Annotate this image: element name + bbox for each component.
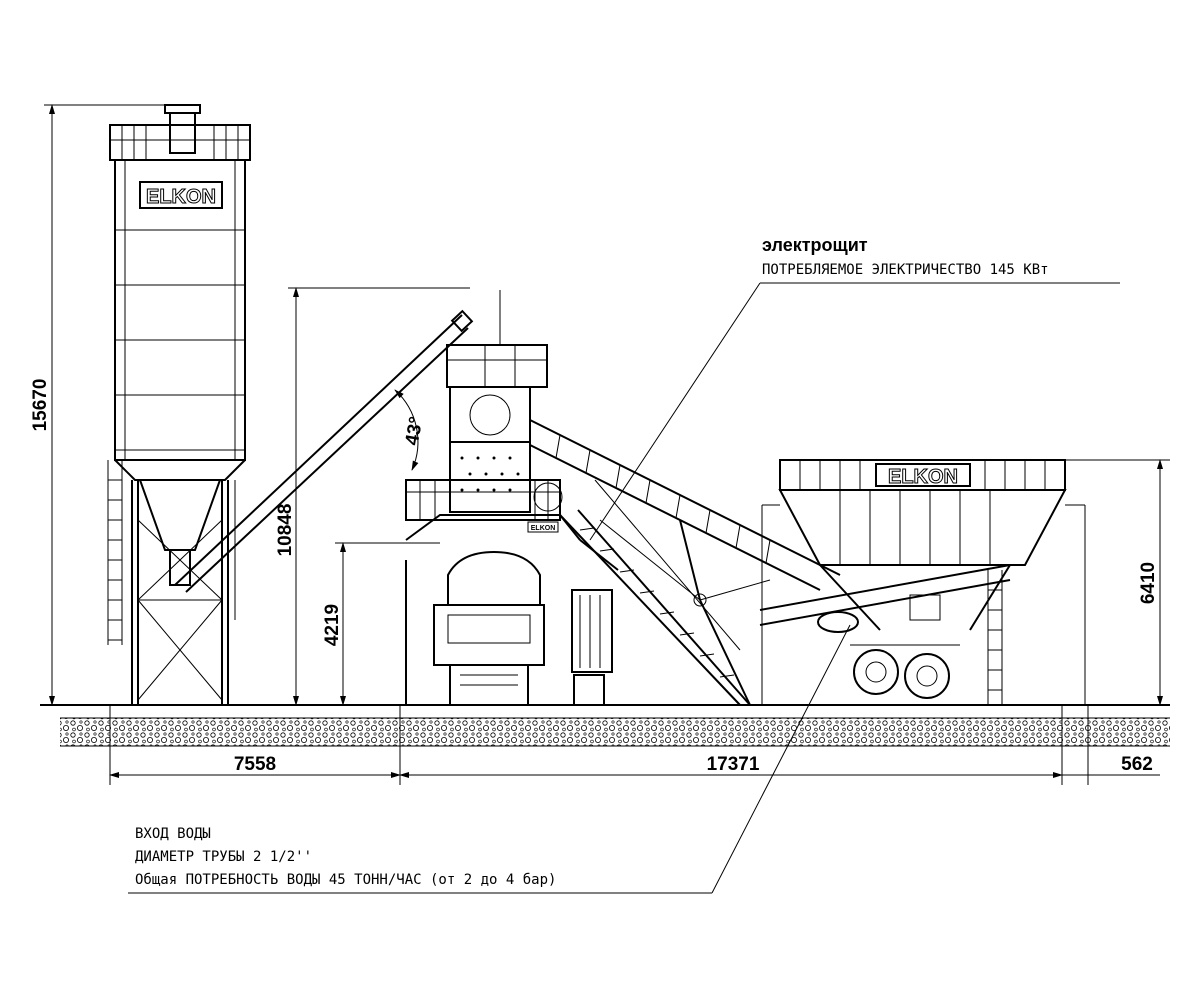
bin-brand-logo: ELKON [888,466,958,488]
access-stairs [559,479,751,706]
electrical-panel [571,589,613,706]
dim-silo-width: 7558 [234,754,276,775]
dim-aggregate-bin-height: 6410 [1138,562,1159,604]
dimension-lines [44,104,1170,894]
electrical-panel-title: электрощит [762,235,868,255]
truck-mixer [433,550,545,706]
cement-silo: ELKON [107,104,251,705]
belt-conveyor [529,419,841,706]
water-demand: Общая ПОТРЕБНОСТЬ ВОДЫ 45 ТОНН/ЧАС (от 2… [135,872,556,888]
silo-brand-logo: ELKON [146,186,216,208]
aggregate-bins: ELKON [759,459,1086,705]
screw-conveyor [174,309,474,593]
dim-silo-height: 15670 [30,379,51,432]
ground [40,704,1170,747]
water-inlet-title: ВХОД ВОДЫ [135,826,211,842]
electrical-consumption: ПОТРЕБЛЯЕМОЕ ЭЛЕКТРИЧЕСТВО 145 КВт [762,262,1049,278]
water-pipe-diameter: ДИАМЕТР ТРУБЫ 2 1/2'' [135,849,312,865]
dim-plant-height: 10848 [275,504,296,557]
dim-truck-clearance: 4219 [322,604,343,646]
mixer-brand-label: ELKON [531,525,556,532]
dim-conveyor-angle: 43° [402,415,428,447]
dim-plant-length: 17371 [707,754,760,775]
dim-bin-offset: 562 [1121,754,1153,775]
mixer-tower: ELKON [405,290,619,705]
